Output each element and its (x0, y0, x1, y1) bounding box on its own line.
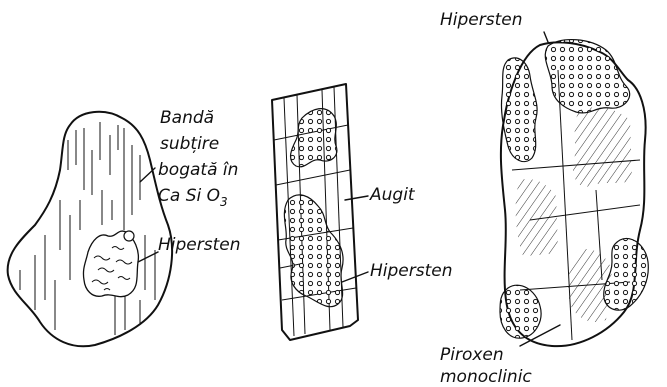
right-crystal (500, 40, 648, 347)
label-banda-line4: Ca Si O3 (158, 186, 228, 209)
right-dots-top (545, 40, 629, 113)
left-crystal-outline (8, 112, 172, 346)
label-hipersten-top: Hipersten (440, 10, 523, 30)
middle-crystal (272, 84, 358, 340)
label-banda-line3: bogată în (158, 160, 238, 180)
right-hatched-zone-2 (516, 179, 558, 258)
label-piroxen: Piroxen (440, 345, 504, 365)
label-augit: Augit (369, 185, 416, 205)
label-banda-line2: subțire (160, 134, 219, 154)
left-crystal (8, 112, 172, 346)
small-grain (124, 231, 134, 241)
right-hatched-zone (573, 107, 632, 186)
label-hipersten-middle: Hipersten (370, 261, 453, 281)
label-hipersten-left: Hipersten (158, 235, 241, 255)
label-monoclinic: monoclinic (440, 367, 532, 387)
label-banda-line1: Bandă (160, 108, 214, 128)
